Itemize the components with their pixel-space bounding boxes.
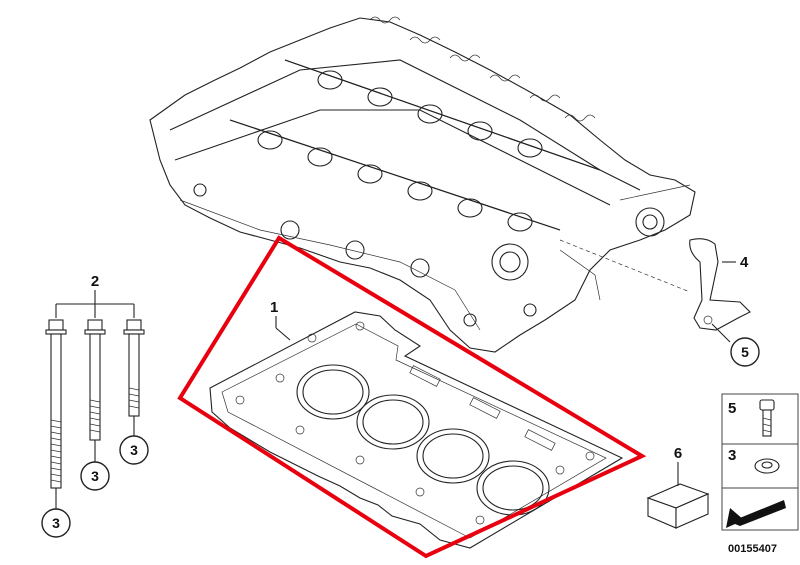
bracket-illustration	[559, 238, 751, 331]
diagram-id: 00155407	[728, 543, 777, 555]
bolt-medium	[84, 319, 106, 441]
callout-4-label: 4	[740, 254, 749, 271]
legend-washer-label: 3	[728, 447, 736, 464]
head-gasket-illustration	[209, 311, 624, 549]
callout-3-bolt-short: 3	[130, 442, 138, 458]
gasket-highlight-frame	[177, 235, 647, 559]
legend-washer-icon	[754, 458, 780, 474]
callout-5-bracket-bolt: 5	[741, 344, 749, 360]
sealant-box-illustration	[646, 462, 710, 529]
legend-panel	[721, 393, 799, 531]
legend-bolt-icon	[759, 399, 775, 437]
bolt-short	[123, 319, 145, 417]
callout-6-label: 6	[674, 445, 682, 462]
legend-bolt-label: 5	[728, 400, 736, 417]
arrow-icon	[726, 500, 786, 528]
callout-3-bolt-long: 3	[52, 515, 60, 531]
cylinder-head-illustration	[149, 16, 696, 353]
bolt-long	[45, 319, 67, 489]
callout-2-label: 2	[91, 273, 99, 290]
callout-1-label: 1	[270, 299, 278, 316]
bolts-group	[45, 290, 145, 510]
callout-3-bolt-medium: 3	[91, 468, 99, 484]
